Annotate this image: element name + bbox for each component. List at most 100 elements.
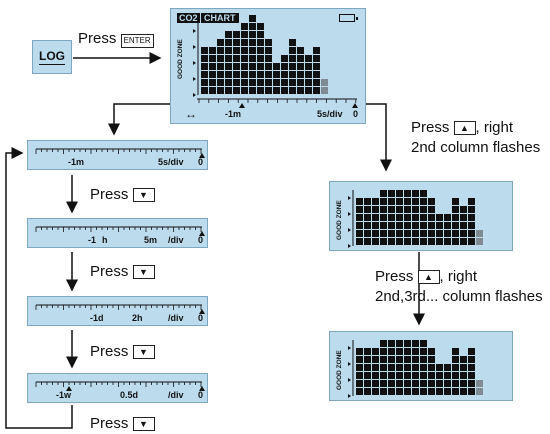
- chart-cell: [380, 356, 387, 363]
- right-chart-lcd-1: GOOD ZONE: [329, 181, 513, 251]
- chart-cell: [356, 380, 363, 387]
- chart-cell: [209, 87, 216, 94]
- chart-cell: [428, 380, 435, 387]
- chart-cell: [452, 222, 459, 229]
- log-key[interactable]: LOG: [32, 40, 72, 74]
- chart-cell: [468, 348, 475, 355]
- chart-cell: [420, 190, 427, 197]
- chart-cell: [265, 87, 272, 94]
- scale-strip-2: -1 h 5m /div 0: [27, 218, 208, 248]
- chart-cell-empty: [356, 190, 363, 197]
- chart-cell: [241, 55, 248, 62]
- chart-cell: [412, 372, 419, 379]
- up-key[interactable]: ▲: [453, 121, 476, 136]
- chart-cell-empty: [476, 198, 483, 205]
- marker-triangle: [199, 153, 205, 158]
- chart-cell: [460, 214, 467, 221]
- chart-cell: [428, 198, 435, 205]
- chart-cell-empty: [321, 23, 328, 30]
- chart-cell: [289, 55, 296, 62]
- chart-cell: [444, 380, 451, 387]
- main-left-label: -1m: [225, 109, 242, 119]
- chart-cell: [404, 388, 411, 395]
- double-arrow-icon: ↔: [185, 107, 197, 121]
- chart-cell: [241, 79, 248, 86]
- chart-cell: [468, 388, 475, 395]
- chart-cell: [372, 206, 379, 213]
- right-chart-svg-1: [348, 190, 483, 248]
- chart-cell: [420, 222, 427, 229]
- chart-cell-empty: [460, 348, 467, 355]
- chart-cell: [372, 356, 379, 363]
- chart-cell: [420, 388, 427, 395]
- chart-cell: [217, 55, 224, 62]
- chart-cell: [404, 190, 411, 197]
- chart-cell: [225, 79, 232, 86]
- chart-cell: [225, 55, 232, 62]
- chart-cell: [241, 31, 248, 38]
- chart-cell-empty: [233, 23, 240, 30]
- down-key[interactable]: ▼: [132, 345, 155, 360]
- chart-cell: [225, 39, 232, 46]
- chart-cell: [412, 198, 419, 205]
- down-key[interactable]: ▼: [132, 417, 155, 432]
- chart-cell-empty: [297, 39, 304, 46]
- right-chart-lcd-2: GOOD ZONE: [329, 331, 513, 401]
- chart-cell: [412, 348, 419, 355]
- y-tick: [348, 378, 351, 382]
- chart-cell: [452, 356, 459, 363]
- chart-cell: [281, 63, 288, 70]
- chart-cell-empty: [265, 23, 272, 30]
- chart-cell: [233, 71, 240, 78]
- down-key[interactable]: ▼: [132, 188, 155, 203]
- chart-cell: [380, 348, 387, 355]
- chart-cell: [468, 214, 475, 221]
- chart-cell: [380, 206, 387, 213]
- chart-cell: [428, 230, 435, 237]
- chart-cell-empty: [452, 190, 459, 197]
- scale-label-unit: h: [102, 235, 108, 245]
- chart-cell: [217, 87, 224, 94]
- chart-cell: [460, 206, 467, 213]
- chart-cell: [396, 190, 403, 197]
- chart-cell: [452, 372, 459, 379]
- chart-cell-empty: [265, 15, 272, 22]
- press-enter-label: Press ENTER: [78, 30, 154, 48]
- chart-cell-empty: [444, 348, 451, 355]
- chart-cell: [380, 380, 387, 387]
- chart-cell-empty: [265, 31, 272, 38]
- press-text: Press: [411, 119, 450, 136]
- chart-cell: [388, 348, 395, 355]
- enter-key[interactable]: ENTER: [120, 34, 154, 48]
- marker-triangle: [199, 231, 205, 236]
- chart-cell: [420, 356, 427, 363]
- chart-cell: [388, 230, 395, 237]
- chart-cell-empty: [289, 15, 296, 22]
- chart-cell: [372, 214, 379, 221]
- down-key[interactable]: ▼: [132, 265, 155, 280]
- chart-cell-empty: [436, 356, 443, 363]
- scale-label-zero: 0: [198, 390, 204, 400]
- chart-cell: [388, 372, 395, 379]
- chart-cell-empty: [217, 23, 224, 30]
- chart-cell-empty: [356, 340, 363, 347]
- scale-label-left: -1w: [56, 390, 72, 400]
- chart-cell: [412, 388, 419, 395]
- chart-cell: [356, 206, 363, 213]
- chart-cell: [452, 388, 459, 395]
- chart-cell: [404, 340, 411, 347]
- chart-cell: [305, 71, 312, 78]
- scale-label-div: /div: [168, 313, 184, 323]
- chart-cell: [201, 87, 208, 94]
- chart-cell: [249, 87, 256, 94]
- up-key[interactable]: ▲: [417, 270, 440, 285]
- y-tick: [193, 45, 196, 49]
- chart-cell-empty: [468, 340, 475, 347]
- chart-cell-empty: [297, 31, 304, 38]
- chart-cell-empty: [313, 39, 320, 46]
- chart-cell-empty: [281, 39, 288, 46]
- chart-cell: [452, 238, 459, 245]
- chart-cell: [217, 47, 224, 54]
- chart-cell-empty: [436, 206, 443, 213]
- chart-cell-empty: [209, 39, 216, 46]
